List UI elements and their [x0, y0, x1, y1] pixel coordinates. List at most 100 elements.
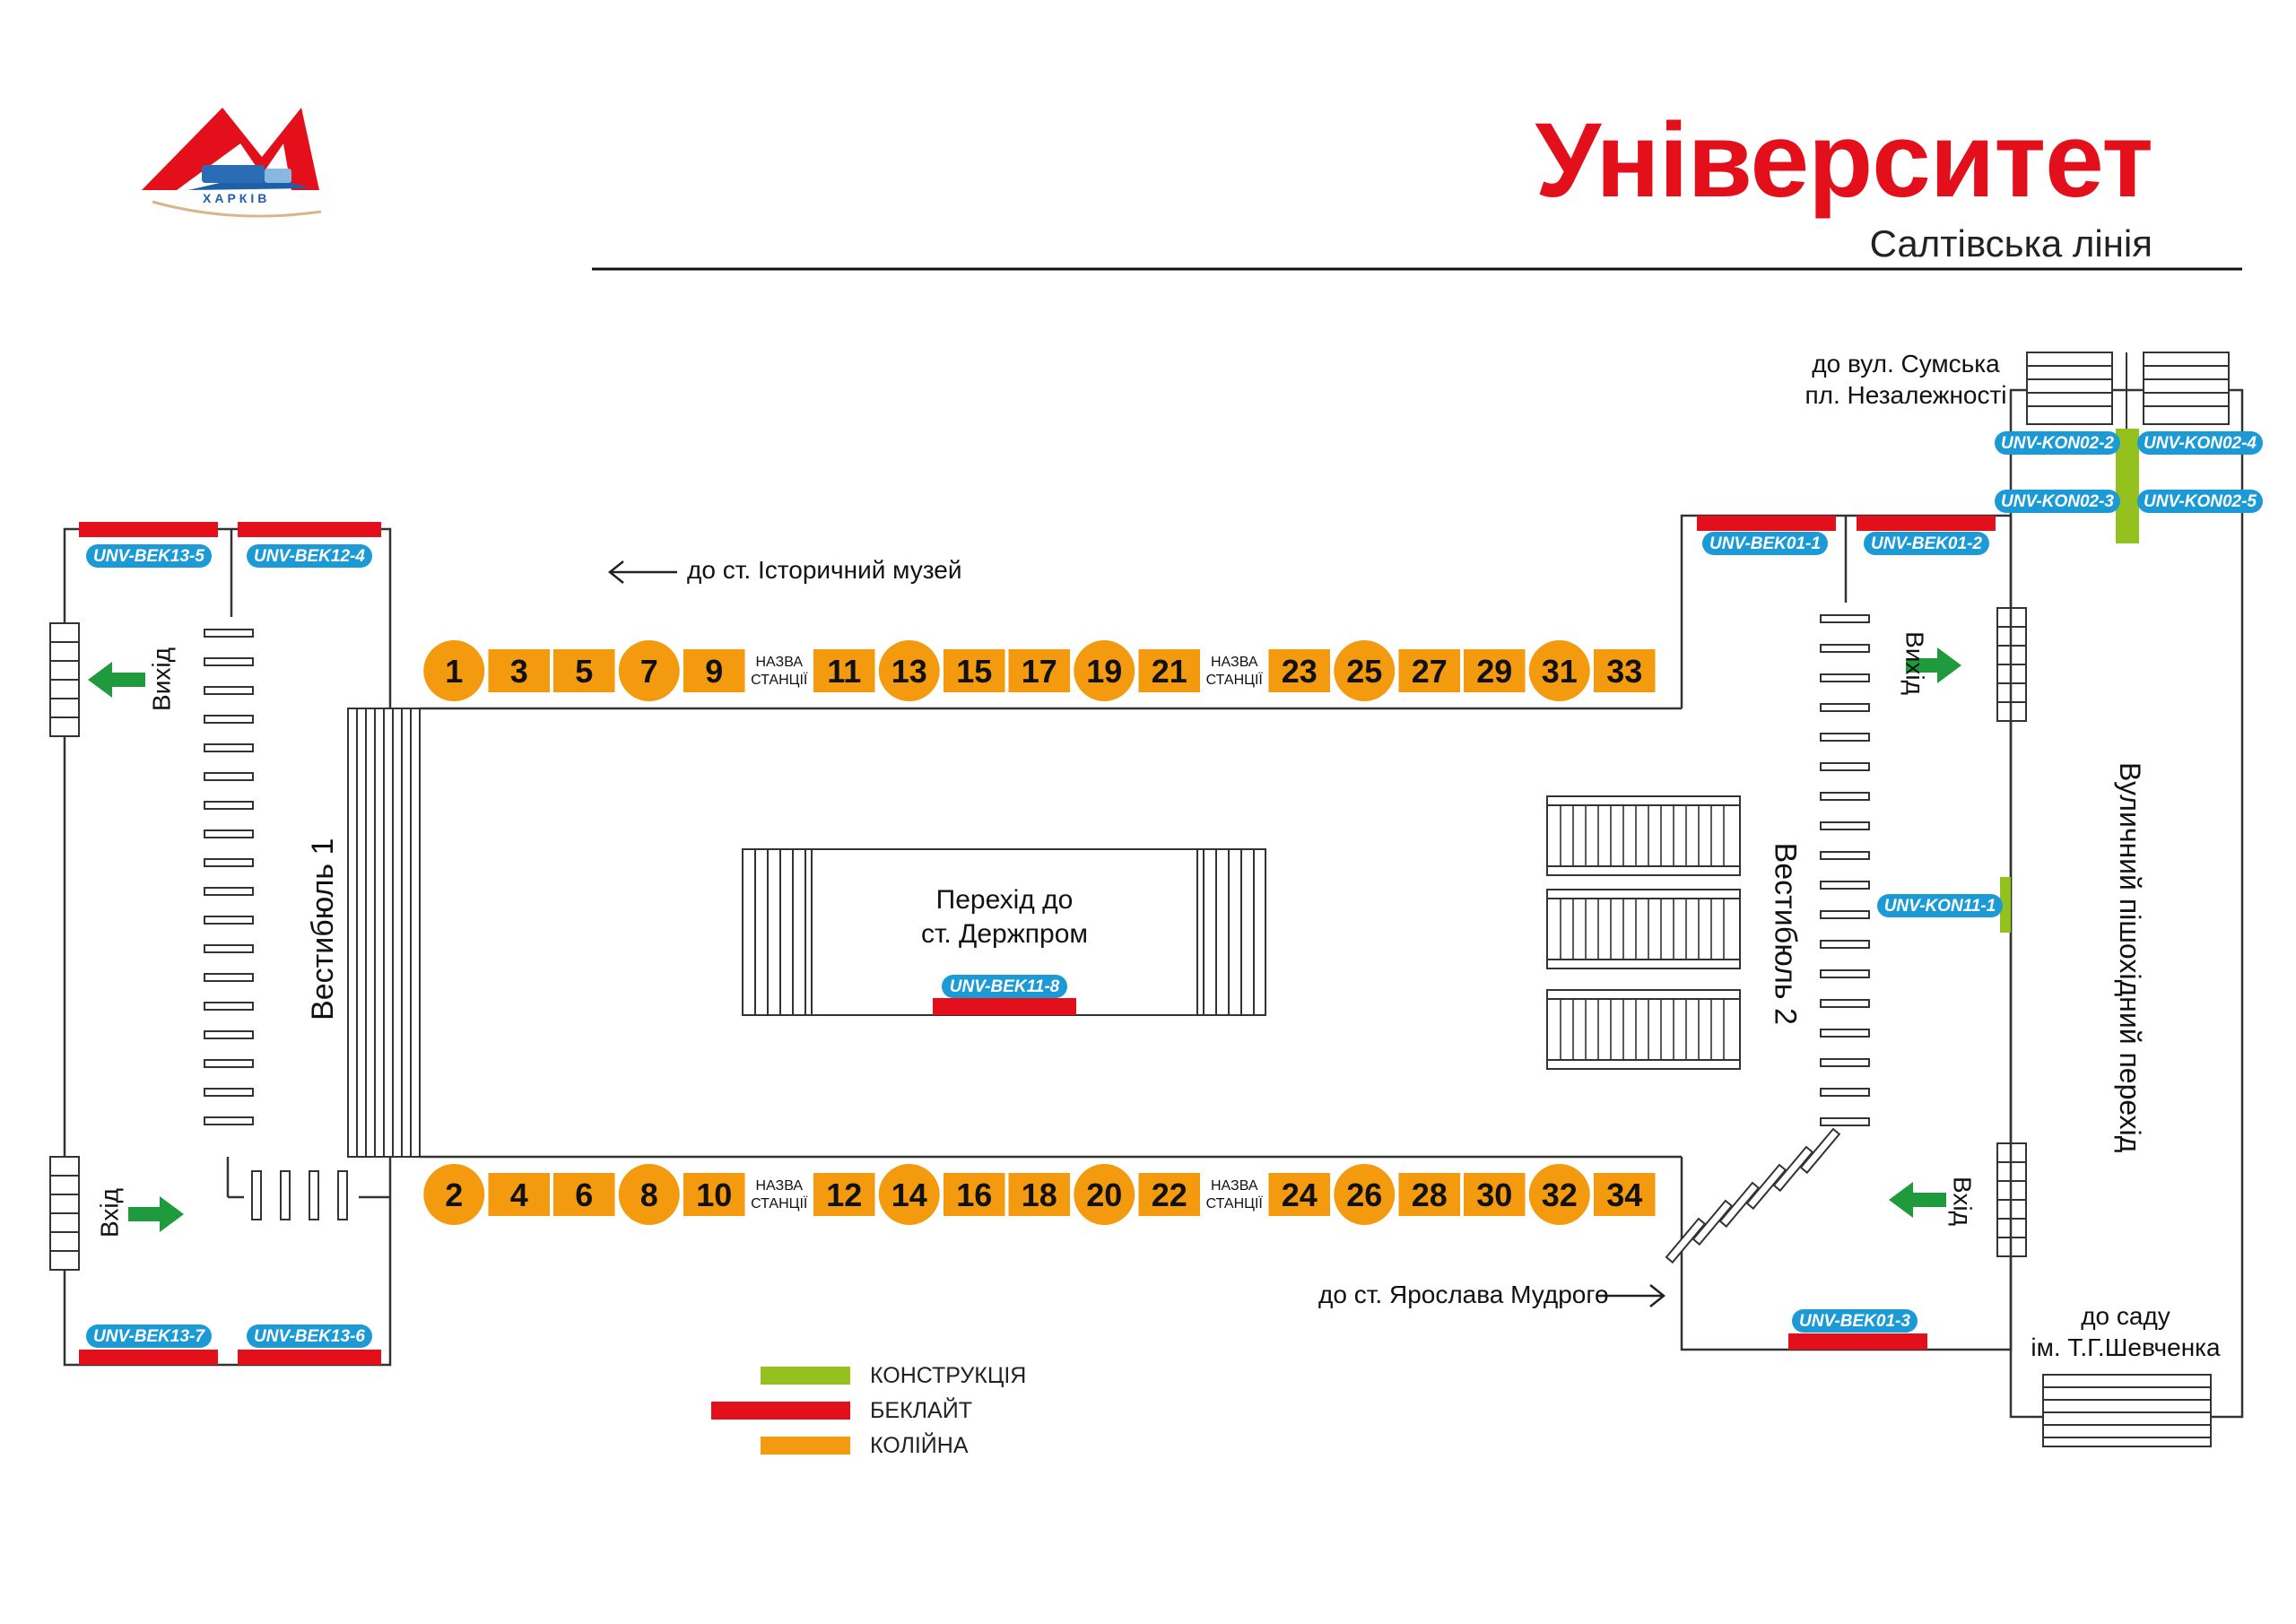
vestibule-2-diagonal-turnstiles: [1665, 1127, 1841, 1264]
ad-code-label: UNV-BEK01-2: [1871, 534, 1982, 553]
exit-arrows: [88, 647, 1961, 1232]
turnstile: [1820, 673, 1870, 682]
track-panel-number: 1: [445, 653, 463, 690]
ad-code-badge: [1995, 490, 2120, 513]
turnstile: [1820, 1088, 1870, 1097]
ad-code-badge: [1877, 894, 2003, 917]
track-panel-number: 15: [956, 653, 992, 690]
track-panel-number: 8: [640, 1177, 658, 1213]
track-panel-number: 18: [1022, 1177, 1057, 1213]
track-panel: [1008, 649, 1070, 692]
vestibule-2-turnstiles: [1820, 614, 1870, 1126]
track-panel: [1464, 1173, 1526, 1216]
track-panel-number: 32: [1542, 1177, 1578, 1213]
street-crossing-stairs: [2026, 352, 2230, 1447]
track-panel: [1138, 1173, 1200, 1216]
ad-code-label: UNV-BEK13-5: [93, 547, 204, 566]
ad-code-badge: [2137, 490, 2263, 513]
turnstile: [1820, 910, 1870, 919]
track-panel-number: 24: [1282, 1177, 1318, 1213]
track-panel-number: 16: [956, 1177, 992, 1213]
track-panel-round: [878, 1164, 940, 1225]
track-panel-number: 30: [1476, 1177, 1512, 1213]
track-panel: [1268, 1173, 1330, 1216]
legend-swatch-track: [761, 1437, 850, 1455]
track-panel-round: [1334, 640, 1396, 701]
vestibule-1-turnstiles: [204, 629, 348, 1220]
turnstile: [1820, 1029, 1870, 1038]
track-panel-number: 26: [1346, 1177, 1382, 1213]
track-panel-round: [1074, 1164, 1135, 1225]
ad-code-label: UNV-KON02-2: [2001, 434, 2114, 453]
legend-swatches: [711, 1367, 850, 1455]
ad-code-label: UNV-KON02-4: [2144, 434, 2257, 453]
ad-code-label: UNV-BEK01-3: [1799, 1312, 1910, 1331]
track-panel-number: 5: [575, 653, 593, 690]
track-panel-number: 20: [1086, 1177, 1122, 1213]
to-yaroslav-label: до ст. Ярослава Мудрого: [1318, 1281, 1609, 1308]
track-panel-number: 22: [1152, 1177, 1187, 1213]
track-panel-round: [423, 640, 485, 701]
legend-track-label: КОЛІЙНА: [870, 1433, 969, 1458]
ad-code-badge: [942, 975, 1067, 998]
track-panel-number: 21: [1152, 653, 1187, 690]
track-panel-number: 6: [575, 1177, 593, 1213]
track-panel-number: 34: [1606, 1177, 1642, 1213]
track-panel-number: 19: [1086, 653, 1122, 690]
track-panel-number: 27: [1412, 653, 1448, 690]
to-sumska-label: до вул. Сумська пл. Незалежності: [1805, 350, 2007, 409]
track-panel-round: [1334, 1164, 1396, 1225]
turnstile: [1820, 733, 1870, 742]
legend-swatch-construction: [761, 1367, 850, 1385]
ad-code-label: UNV-BEK11-8: [950, 977, 1060, 996]
track-panel-number: 11: [827, 653, 861, 690]
direction-arrows: [607, 560, 1666, 1307]
track-panel-number: 13: [891, 653, 927, 690]
track-panel: [813, 649, 875, 692]
track-panel-round: [1074, 640, 1135, 701]
station-name-placeholder: НАЗВА: [1211, 655, 1258, 670]
track-panel-number: 2: [445, 1177, 463, 1213]
track-panel-number: 33: [1606, 653, 1642, 690]
track-panel-round: [878, 640, 940, 701]
legend-construction-label: КОНСТРУКЦІЯ: [870, 1363, 1027, 1388]
ad-code-badge: [247, 544, 372, 568]
track-panel-number: 4: [510, 1177, 528, 1213]
track-panel: [488, 1173, 550, 1216]
station-name-placeholder: НАЗВА: [755, 655, 803, 670]
station-name-placeholder: СТАНЦІЇ: [751, 1195, 808, 1211]
turnstile: [1820, 703, 1870, 712]
track-panel-number: 31: [1542, 653, 1578, 690]
ad-code-badge: [2137, 431, 2263, 455]
street-crossing: [2009, 388, 2244, 1419]
line-name: Салтівська лінія: [1869, 222, 2152, 265]
turnstile: [1820, 614, 1870, 623]
legend-backlight-label: БЕКЛАЙТ: [870, 1398, 972, 1423]
track-panel-number: 7: [640, 653, 658, 690]
turnstile: [1820, 762, 1870, 771]
ad-code-label: UNV-KON11-1: [1884, 897, 1996, 916]
turnstile: [1820, 940, 1870, 949]
vestibule-1-stairs: [347, 708, 421, 1158]
track-panel-round: [423, 1164, 485, 1225]
track-panel-number: 28: [1412, 1177, 1448, 1213]
vestibule-1-doors: [49, 622, 80, 1271]
logo-caption: ХАРКІВ: [203, 191, 271, 205]
backlight-elements: [79, 516, 1996, 1365]
turnstile: [1820, 644, 1870, 653]
track-panel: [553, 1173, 615, 1216]
turnstile: [1820, 999, 1870, 1008]
ad-code-label: UNV-KON02-3: [2001, 492, 2114, 511]
platform: [420, 707, 1682, 1159]
station-name-placeholder: НАЗВА: [1211, 1178, 1258, 1194]
page-title: Університет: [1535, 101, 2153, 220]
track-panel: [813, 1173, 875, 1216]
track-panel: [683, 649, 745, 692]
ad-code-badge: [247, 1324, 372, 1348]
station-name-placeholder: СТАНЦІЇ: [1206, 1195, 1264, 1211]
track-panel-number: 14: [891, 1177, 927, 1213]
track-panel-number: 25: [1346, 653, 1382, 690]
